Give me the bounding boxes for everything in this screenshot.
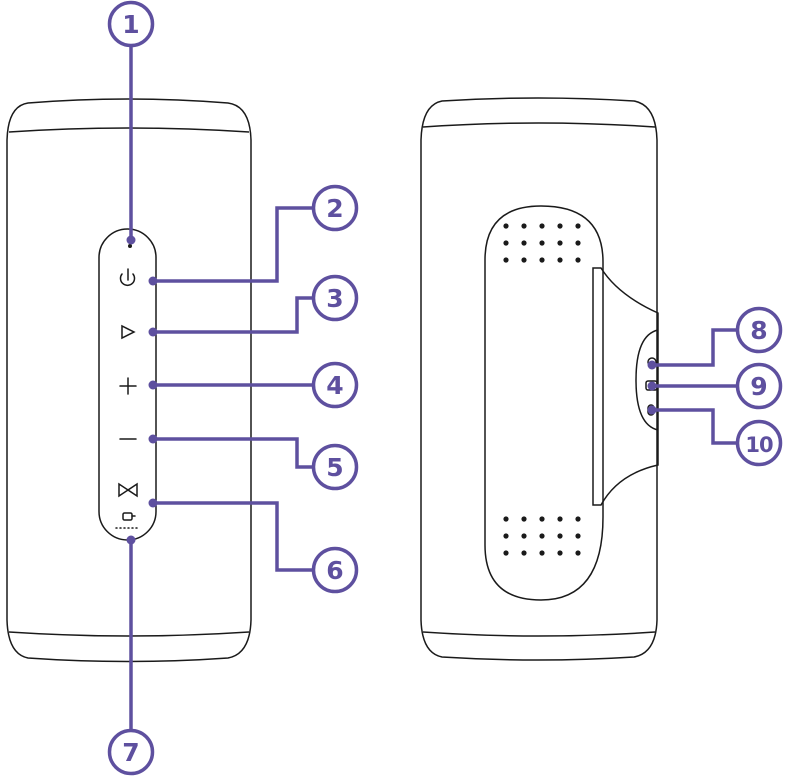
plus-icon[interactable] <box>120 378 136 394</box>
speaker-grille-bottom <box>503 516 580 555</box>
speaker-front-view <box>7 99 251 662</box>
grille-hole <box>557 550 562 555</box>
leader-line-8 <box>652 330 736 365</box>
grille-hole <box>521 516 526 521</box>
leader-dot-7 <box>127 536 136 545</box>
leader-dot-2 <box>149 277 158 286</box>
speaker-grille-top <box>503 223 580 262</box>
leader-line-3 <box>154 298 312 332</box>
grille-hole <box>575 240 580 245</box>
callout-label-9: 9 <box>750 372 767 401</box>
leader-line-6 <box>154 503 312 570</box>
front-bottom-band <box>9 632 249 636</box>
grille-hole <box>503 550 508 555</box>
grille-hole <box>575 533 580 538</box>
play-icon[interactable] <box>122 326 134 338</box>
leader-dot-10 <box>648 406 657 415</box>
grille-hole <box>557 257 562 262</box>
grille-hole <box>539 533 544 538</box>
callout-label-2: 2 <box>326 194 343 223</box>
callout-10: 10 <box>738 422 781 465</box>
grille-hole <box>539 257 544 262</box>
control-icons <box>116 244 140 528</box>
grille-hole <box>575 550 580 555</box>
status-light-dot <box>128 244 132 248</box>
leader-line-2 <box>154 208 312 281</box>
callout-7: 7 <box>110 731 153 774</box>
grille-hole <box>503 223 508 228</box>
connect-icon <box>116 513 140 528</box>
callout-5: 5 <box>314 446 357 489</box>
leader-dot-5 <box>149 435 158 444</box>
front-body-outline <box>7 99 251 662</box>
speaker-back-view <box>421 98 658 660</box>
grille-hole <box>503 533 508 538</box>
grille-hole <box>557 223 562 228</box>
grille-hole <box>539 516 544 521</box>
grille-hole <box>575 516 580 521</box>
back-body-outline <box>421 98 657 660</box>
grille-hole <box>539 223 544 228</box>
callout-3: 3 <box>314 277 357 320</box>
callout-9: 9 <box>738 365 781 408</box>
grille-hole <box>521 223 526 228</box>
grille-hole <box>575 257 580 262</box>
bowtie-icon[interactable] <box>119 484 137 496</box>
leader-dot-3 <box>149 328 158 337</box>
callout-label-1: 1 <box>122 10 139 39</box>
grille-hole <box>521 257 526 262</box>
port-cover-recess <box>636 330 658 430</box>
leader-dot-9 <box>648 382 657 391</box>
callout-label-3: 3 <box>326 284 343 313</box>
grille-hole <box>575 223 580 228</box>
back-bottom-band <box>423 632 655 636</box>
front-top-band <box>9 128 249 132</box>
grille-hole <box>539 240 544 245</box>
power-icon[interactable] <box>121 269 135 285</box>
grille-hole <box>557 516 562 521</box>
callout-label-8: 8 <box>750 316 767 345</box>
grille-hole <box>521 533 526 538</box>
leader-line-5 <box>154 439 312 467</box>
callout-1: 1 <box>110 3 153 46</box>
rear-panel <box>485 206 603 600</box>
leader-dot-6 <box>149 499 158 508</box>
callout-label-4: 4 <box>326 371 343 400</box>
callout-label-5: 5 <box>326 453 343 482</box>
leader-dot-8 <box>648 361 657 370</box>
callout-8: 8 <box>738 309 781 352</box>
leader-line-10 <box>652 410 736 443</box>
callout-label-6: 6 <box>326 556 343 585</box>
callout-2: 2 <box>314 187 357 230</box>
leader-dot-4 <box>149 381 158 390</box>
grille-hole <box>521 240 526 245</box>
callout-label-10: 10 <box>745 433 773 457</box>
callout-6: 6 <box>314 549 357 592</box>
grille-hole <box>539 550 544 555</box>
leader-dot-1 <box>127 236 136 245</box>
back-top-band <box>423 123 655 127</box>
grille-hole <box>503 257 508 262</box>
grille-hole <box>521 550 526 555</box>
grille-hole <box>503 516 508 521</box>
grille-hole <box>503 240 508 245</box>
grille-hole <box>557 533 562 538</box>
grille-hole <box>557 240 562 245</box>
callout-4: 4 <box>314 364 357 407</box>
callout-label-7: 7 <box>122 738 139 767</box>
